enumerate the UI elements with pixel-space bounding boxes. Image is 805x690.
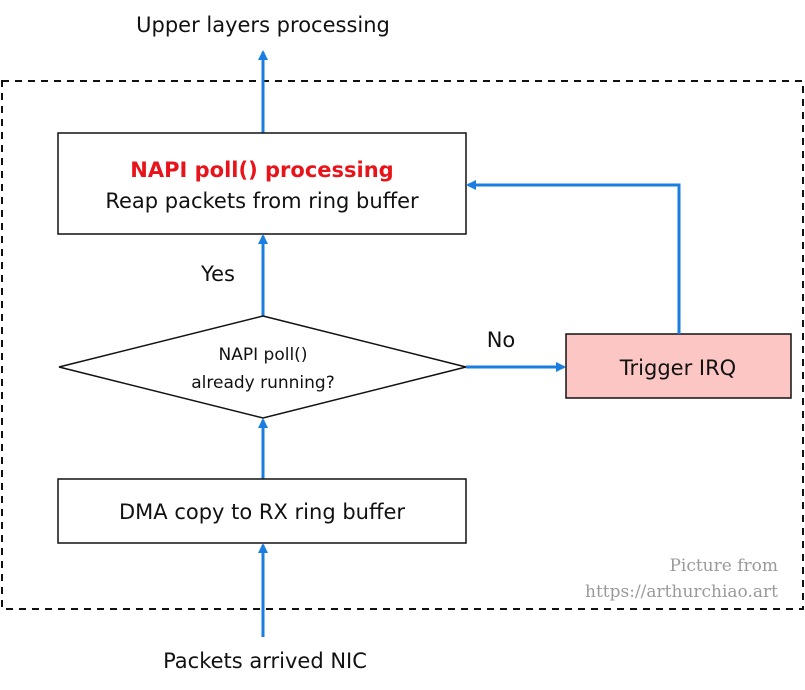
decision-line-1: NAPI poll(): [219, 345, 308, 365]
yes-label: Yes: [200, 262, 235, 286]
trigger-irq-label: Trigger IRQ: [619, 356, 736, 380]
credit-line-1: Picture from: [669, 556, 778, 576]
upper-layers-label: Upper layers processing: [136, 13, 390, 37]
napi-poll-title: NAPI poll() processing: [130, 158, 393, 182]
arrow-irq-to-napi: [466, 180, 681, 334]
napi-poll-box: [57, 132, 467, 235]
dma-copy-box: [57, 478, 467, 544]
packets-arrived-label: Packets arrived NIC: [163, 649, 367, 673]
credit-line-2: https://arthurchiao.art: [585, 582, 778, 602]
trigger-irq-box: [565, 333, 792, 399]
decision-diamond: [58, 315, 467, 419]
napi-poll-subtitle: Reap packets from ring buffer: [105, 189, 419, 213]
dashed-boundary: [1, 80, 804, 610]
decision-line-2: already running?: [191, 373, 335, 393]
no-label: No: [487, 328, 516, 352]
dma-copy-label: DMA copy to RX ring buffer: [119, 500, 405, 524]
